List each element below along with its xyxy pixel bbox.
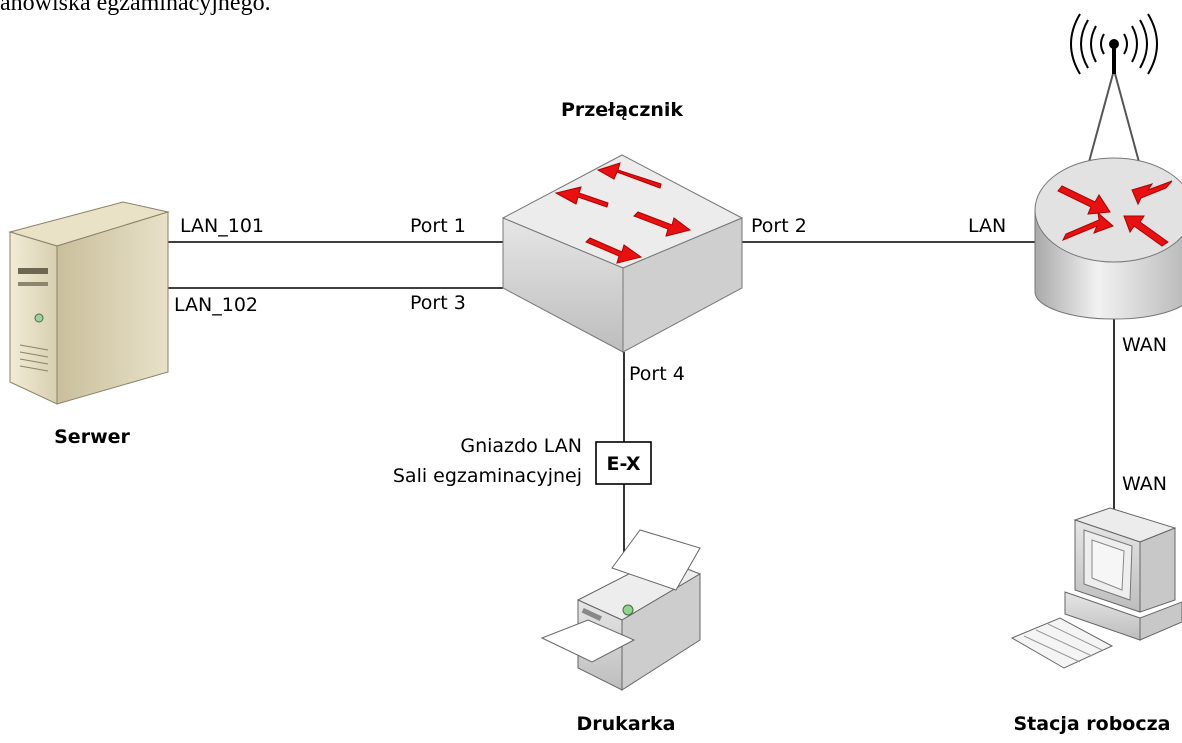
socket-box — [595, 441, 652, 485]
port-3-label: Port 3 — [410, 292, 466, 314]
socket-box-label: E-X — [607, 453, 641, 475]
switch-arrows-icon — [554, 162, 692, 264]
lan-101-label: LAN_101 — [180, 215, 264, 237]
socket-label-line1: Gniazdo LAN — [460, 435, 582, 457]
router-icon — [1034, 13, 1182, 320]
port-1-label: Port 1 — [410, 215, 466, 237]
router-arrows-icon — [1057, 180, 1173, 247]
workstation-icon — [1010, 507, 1182, 669]
socket-label-line2: Sali egzaminacyjnej — [393, 465, 582, 487]
connection-lines — [168, 241, 1115, 560]
router-lan-label: LAN — [968, 215, 1006, 237]
lan-102-label: LAN_102 — [174, 294, 258, 316]
switch-label: Przełącznik — [561, 99, 683, 121]
server-icon — [8, 201, 170, 405]
switch-icon — [501, 154, 744, 353]
heading-fragment: anowiska egzaminacyjnego. — [0, 0, 271, 16]
port-4-label: Port 4 — [629, 363, 685, 385]
server-label: Serwer — [54, 426, 130, 448]
wireless-signal-icon — [1070, 13, 1158, 75]
wall-socket: E-X — [595, 441, 652, 485]
port-2-label: Port 2 — [751, 215, 807, 237]
printer-label: Drukarka — [577, 713, 676, 735]
printer-icon — [540, 529, 702, 691]
workstation-label: Stacja robocza — [1013, 713, 1170, 735]
workstation-wan-label: WAN — [1122, 473, 1167, 495]
router-wan-label: WAN — [1122, 334, 1167, 356]
